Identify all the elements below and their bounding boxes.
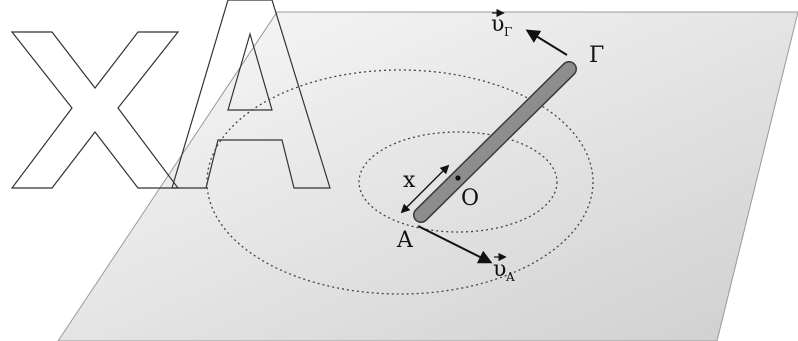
label-velocity-gamma: υ Γ <box>491 8 512 39</box>
svg-text:υ: υ <box>491 12 504 37</box>
svg-text:A: A <box>505 270 515 284</box>
velocity-gamma-vector <box>525 29 568 56</box>
label-point-a: A <box>396 228 414 253</box>
svg-text:Γ: Γ <box>504 25 512 39</box>
distance-x-arrow <box>400 164 450 214</box>
label-point-gamma: Γ <box>589 43 604 68</box>
outer-circle-path <box>206 69 594 295</box>
inner-circle-path <box>358 131 558 233</box>
label-distance-x: x <box>403 168 416 193</box>
watermark-text: ΧΑ <box>20 322 34 333</box>
svg-text:υ: υ <box>493 257 506 282</box>
watermark-logo <box>10 0 331 189</box>
label-velocity-a: υ A <box>493 252 515 284</box>
pivot-point <box>455 175 461 181</box>
label-point-o: O <box>461 186 479 211</box>
velocity-a-vector <box>417 225 493 264</box>
